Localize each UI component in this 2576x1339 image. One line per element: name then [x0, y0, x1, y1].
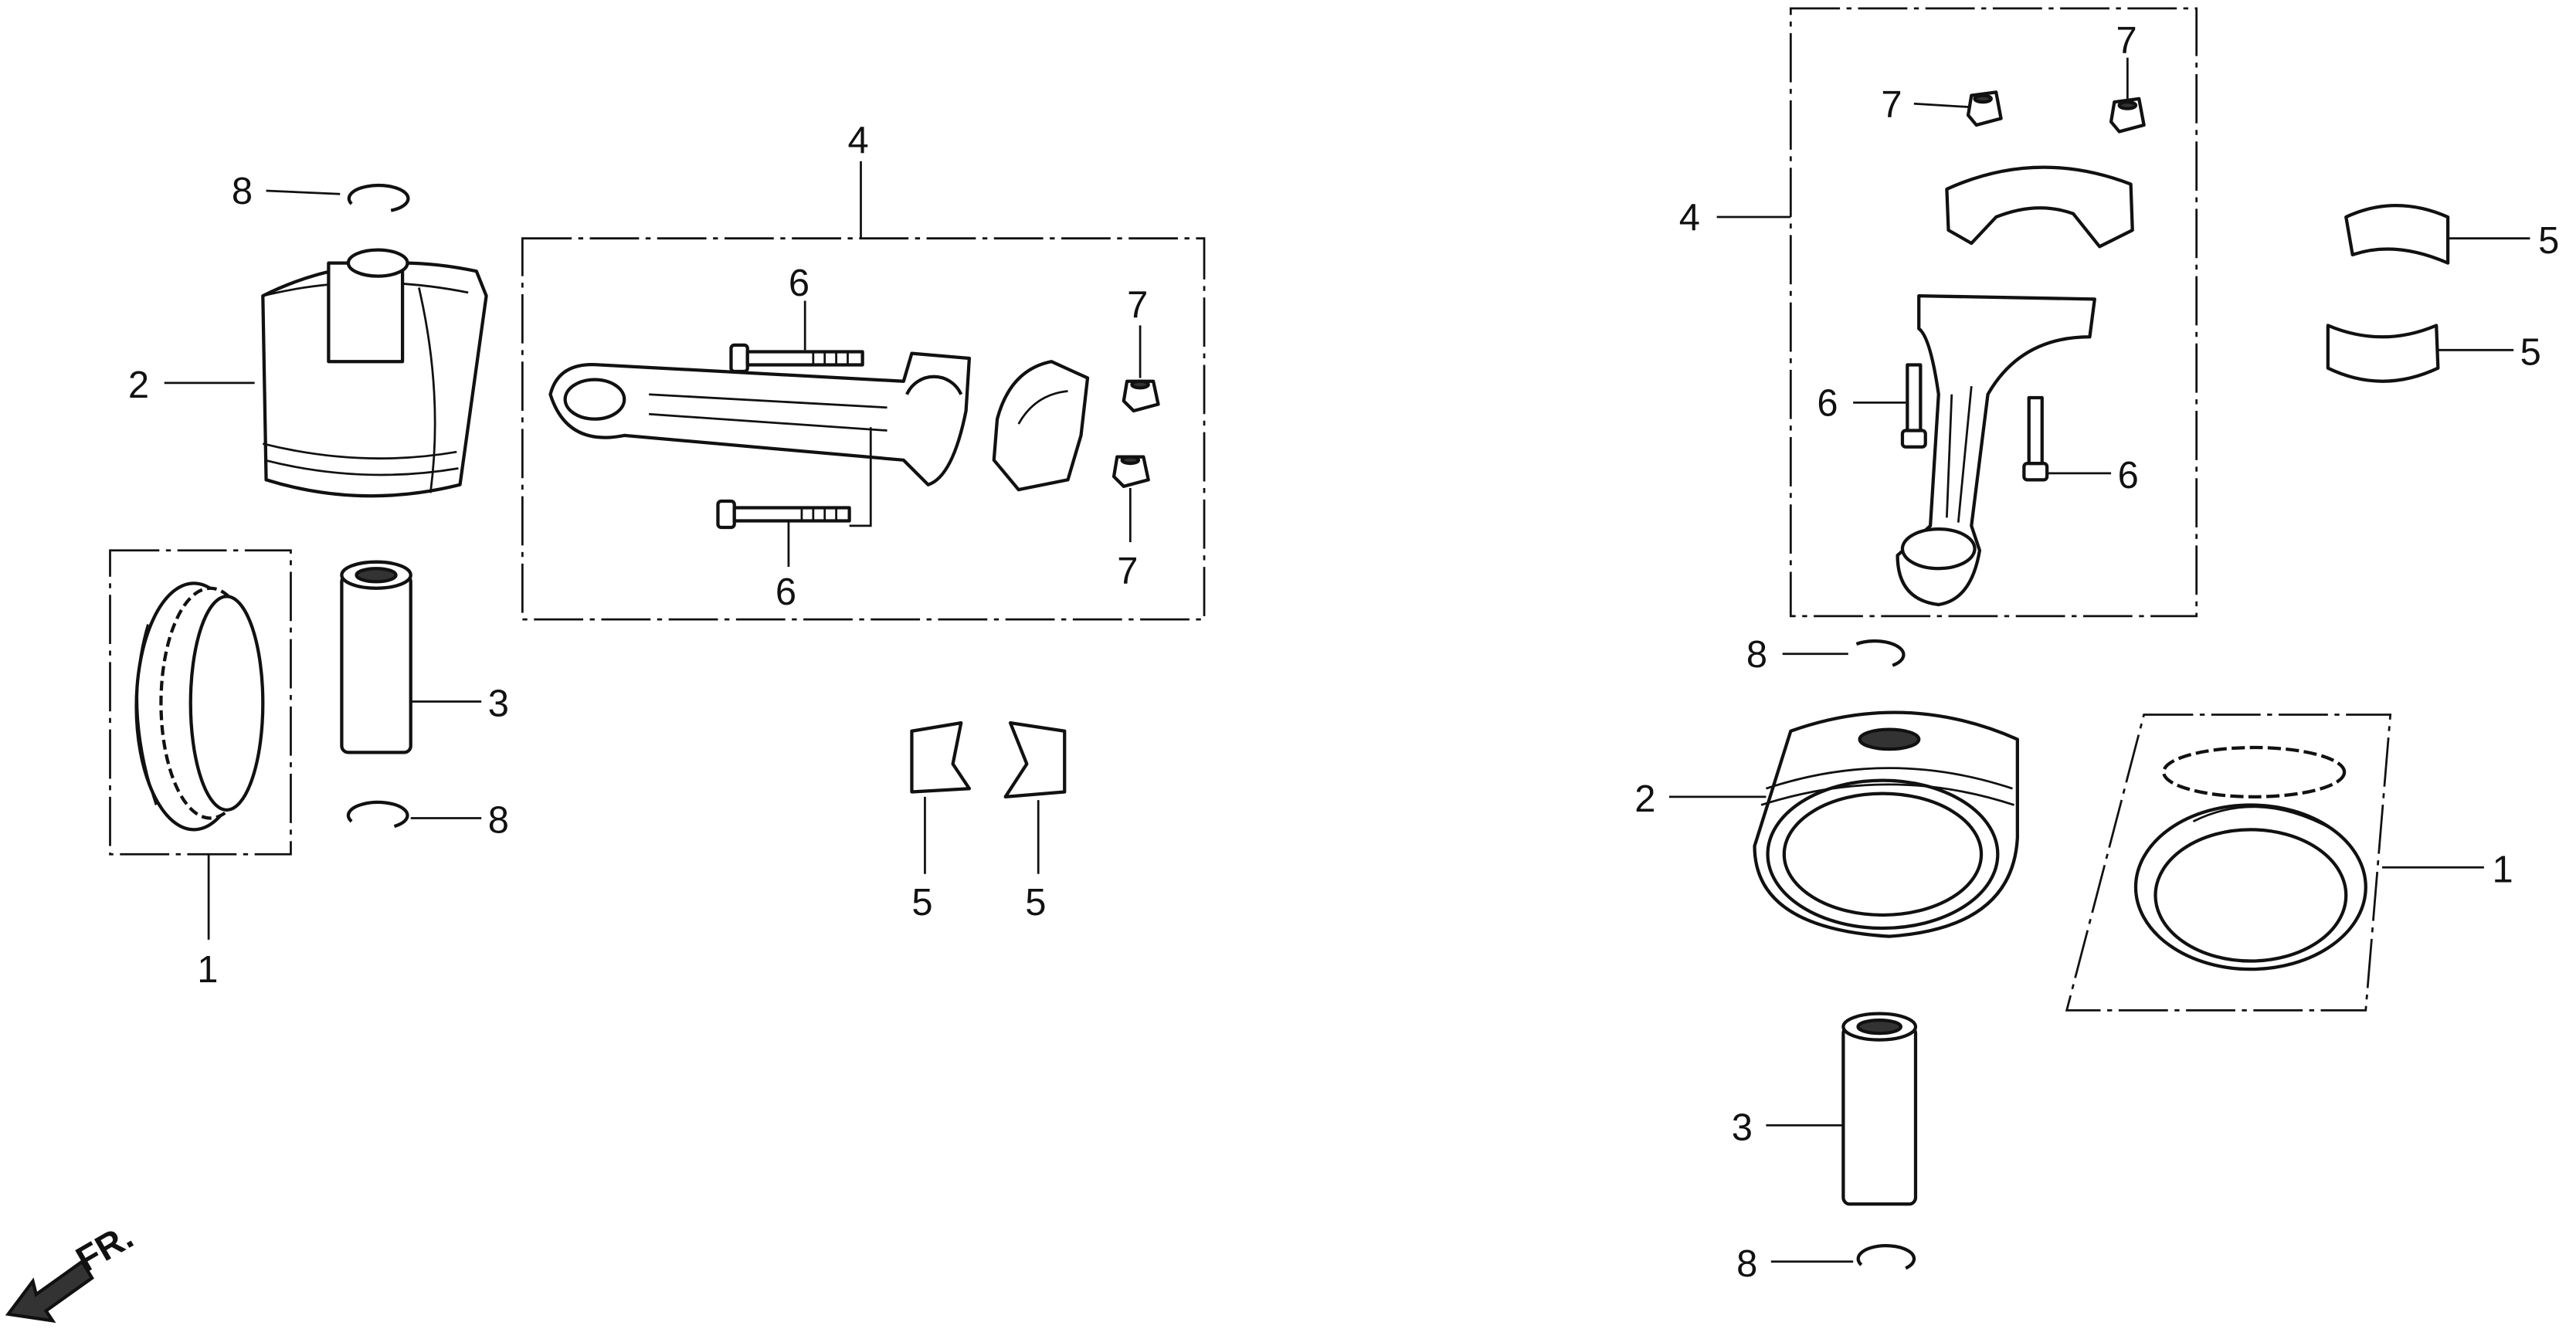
ring-clip [1856, 1243, 1916, 1270]
callout-2: 2 [1634, 778, 1655, 820]
callout-1: 1 [2493, 849, 2513, 890]
callout-6: 6 [2118, 455, 2139, 497]
callout-6: 6 [1817, 382, 1838, 424]
bearing-shell [2344, 204, 2450, 265]
callout-5: 5 [2520, 331, 2541, 373]
connecting-rod-box [521, 237, 1206, 621]
ring-clip [347, 183, 410, 212]
bolt [716, 499, 851, 530]
nut [1122, 379, 1160, 413]
left-assembly: 8 2 1 3 [5, 120, 1206, 1324]
nut [2109, 97, 2146, 134]
callout-7: 7 [1117, 550, 1138, 592]
callout-8: 8 [232, 171, 253, 212]
callout-5: 5 [1025, 882, 1046, 924]
piston-ring-set [2133, 745, 2367, 971]
front-direction-arrow-icon: FR. [5, 1216, 140, 1324]
callout-3: 3 [488, 683, 509, 725]
piston-pin [1841, 1012, 1918, 1206]
callout-4: 4 [1679, 197, 1700, 239]
bearing-shell [1003, 720, 1067, 798]
callout-4: 4 [847, 120, 868, 161]
ring-clip [346, 800, 409, 829]
callout-8: 8 [488, 800, 509, 842]
piston-ring-set-box [109, 549, 292, 856]
callout-6: 6 [776, 571, 796, 613]
nut [1966, 90, 2003, 127]
piston [261, 248, 488, 498]
callout-7: 7 [2116, 19, 2136, 61]
piston-pin [340, 560, 412, 754]
callout-5: 5 [911, 882, 932, 924]
right-assembly: 4 7 7 6 6 [1634, 7, 2559, 1285]
callout-2: 2 [128, 364, 149, 406]
bearing-shell [910, 720, 972, 794]
callout-8: 8 [1746, 634, 1767, 676]
piston [1753, 710, 2019, 938]
bolt [729, 343, 864, 374]
ring-clip [1855, 639, 1906, 667]
connecting-rod-box [1789, 7, 2198, 618]
piston-ring-set-box [2065, 714, 2392, 1012]
callout-7: 7 [1881, 83, 1902, 125]
bearing-cap [1945, 165, 2134, 249]
bearing-cap [992, 360, 1090, 492]
callout-8: 8 [1736, 1243, 1757, 1285]
callout-1: 1 [197, 949, 218, 991]
callout-6: 6 [789, 263, 809, 304]
callout-7: 7 [1127, 284, 1148, 326]
bolt [2022, 395, 2049, 482]
connecting-rod [1896, 294, 2096, 607]
bolt [1900, 363, 1927, 449]
nut [1112, 455, 1150, 488]
callout-5: 5 [2538, 220, 2559, 262]
bearing-shell [2326, 324, 2440, 383]
piston-ring-set [134, 581, 265, 832]
callout-3: 3 [1732, 1107, 1753, 1148]
connecting-rod [548, 351, 972, 486]
